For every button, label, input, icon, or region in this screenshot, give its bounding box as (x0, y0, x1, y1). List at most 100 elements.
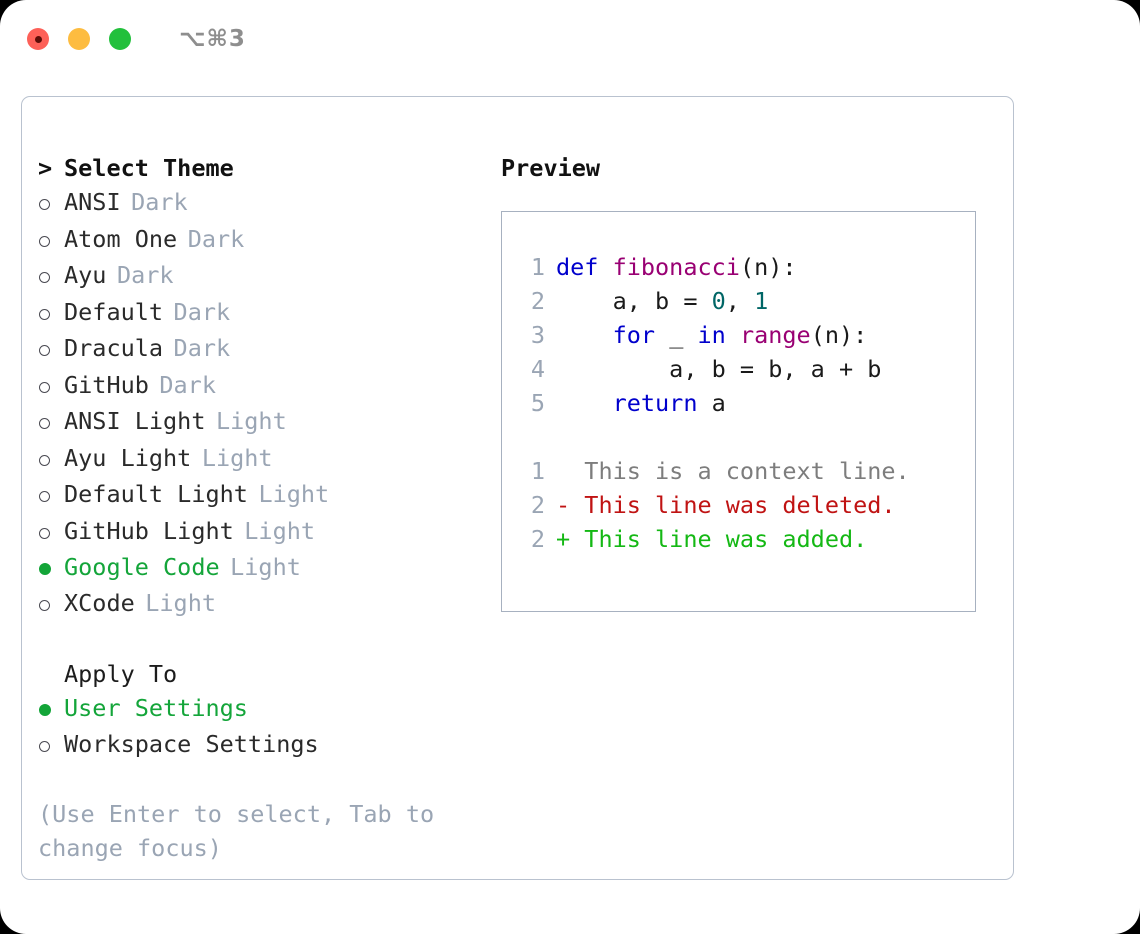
theme-option-ayu[interactable]: Ayu Dark (38, 258, 508, 295)
option-category-tag: Light (258, 480, 330, 508)
radio-unselected-icon (38, 729, 64, 763)
apply-option-user-settings[interactable]: User Settings (38, 691, 508, 727)
option-label: XCode (64, 589, 135, 617)
diff-line: 2- This line was deleted. (515, 488, 967, 522)
line-number: 2 (530, 525, 545, 553)
line-number: 5 (530, 389, 545, 417)
code-token: def (556, 253, 613, 281)
radio-unselected-icon (38, 589, 64, 623)
window-controls (27, 28, 131, 50)
theme-option-github[interactable]: GitHub Dark (38, 368, 508, 405)
theme-option-ansi[interactable]: ANSI Dark (38, 185, 508, 222)
option-label: ANSI (64, 188, 121, 216)
option-category-tag: Dark (159, 370, 216, 399)
diff-line-text: + This line was added. (556, 525, 868, 553)
option-category-tag: Light (215, 407, 287, 435)
theme-option-ayu-light[interactable]: Ayu Light Light (38, 441, 508, 478)
radio-unselected-icon (38, 370, 64, 404)
option-category-tag: Dark (173, 334, 231, 362)
code-token: (n): (810, 321, 868, 349)
option-category-tag: Dark (116, 261, 174, 289)
line-number: 2 (530, 287, 545, 315)
caret-icon: > (38, 154, 53, 182)
theme-option-xcode[interactable]: XCode Light (38, 586, 508, 623)
maximize-button[interactable] (109, 28, 131, 50)
radio-unselected-icon (38, 297, 64, 331)
option-label: Dracula (64, 334, 164, 362)
code-line: 4 a, b = b, a + b (515, 352, 967, 386)
theme-option-dracula[interactable]: Dracula Dark (38, 331, 508, 368)
option-category-tag: Dark (173, 297, 231, 326)
option-category-tag: Light (244, 516, 316, 545)
close-button[interactable] (27, 28, 49, 50)
minimize-button[interactable] (68, 28, 90, 50)
theme-option-github-light[interactable]: GitHub Light Light (38, 514, 508, 551)
section-title-select-theme: > Select Theme (38, 151, 508, 185)
option-label: ANSI Light (64, 407, 206, 435)
radio-unselected-icon (38, 224, 64, 258)
option-category-tag: Dark (131, 188, 188, 216)
option-label: GitHub Light (64, 516, 234, 545)
radio-unselected-icon (38, 261, 64, 295)
line-number: 1 (530, 253, 545, 281)
code-token: a, b = (556, 287, 712, 315)
option-category-tag: Light (230, 553, 301, 581)
option-label: Ayu Light (64, 443, 192, 472)
title-bar: ⌥⌘3 (0, 0, 1140, 78)
code-token: 1 (754, 287, 769, 315)
option-label: Ayu (64, 261, 107, 289)
option-label: Workspace Settings (64, 729, 319, 758)
code-token: a (697, 389, 726, 417)
line-number: 2 (530, 491, 545, 519)
theme-option-default[interactable]: Default Dark (38, 295, 508, 332)
code-line-text: return a (556, 386, 726, 420)
theme-option-google-code[interactable]: Google Code Light (38, 550, 508, 586)
line-number: 1 (530, 457, 545, 485)
diff-line-text: This is a context line. (556, 457, 910, 485)
radio-unselected-icon (38, 516, 64, 550)
apply-option-workspace-settings[interactable]: Workspace Settings (38, 727, 508, 764)
code-token: , (725, 287, 755, 315)
code-token: fibonacci (612, 253, 740, 281)
section-title-apply-to: Apply To (64, 659, 178, 688)
code-token: in (697, 321, 726, 349)
option-category-tag: Light (201, 443, 273, 472)
radio-unselected-icon (38, 334, 64, 368)
code-line-text: for _ in range(n): (556, 318, 868, 352)
line-number: 4 (530, 355, 545, 383)
code-token (726, 321, 740, 349)
option-label: Google Code (64, 553, 220, 581)
radio-selected-icon (38, 552, 64, 586)
theme-option-default-light[interactable]: Default Light Light (38, 477, 508, 514)
code-line-text: a, b = b, a + b (556, 352, 881, 386)
option-label: Default Light (64, 480, 248, 508)
preview-heading: Preview (501, 154, 601, 182)
option-category-tag: Light (145, 589, 216, 617)
keyboard-hint-text: (Use Enter to select, Tab to change focu… (38, 800, 449, 862)
radio-unselected-icon (38, 480, 64, 514)
radio-unselected-icon (38, 443, 64, 477)
code-token: 0 (711, 287, 726, 315)
radio-unselected-icon (38, 407, 64, 441)
diff-line: 1 This is a context line. (515, 454, 967, 488)
code-token: a, b = b, a + b (556, 355, 882, 383)
code-line-text: def fibonacci(n): (556, 250, 797, 284)
code-line: 5 return a (515, 386, 967, 420)
option-label: User Settings (64, 693, 248, 722)
code-token: (n): (739, 253, 797, 281)
option-category-tag: Dark (187, 224, 245, 253)
option-label: GitHub (64, 370, 149, 399)
code-line: 3 for _ in range(n): (515, 318, 967, 352)
radio-unselected-icon (38, 188, 64, 222)
option-label: Default (64, 297, 164, 326)
code-token: return (556, 389, 698, 417)
theme-option-ansi-light[interactable]: ANSI Light Light (38, 404, 508, 441)
